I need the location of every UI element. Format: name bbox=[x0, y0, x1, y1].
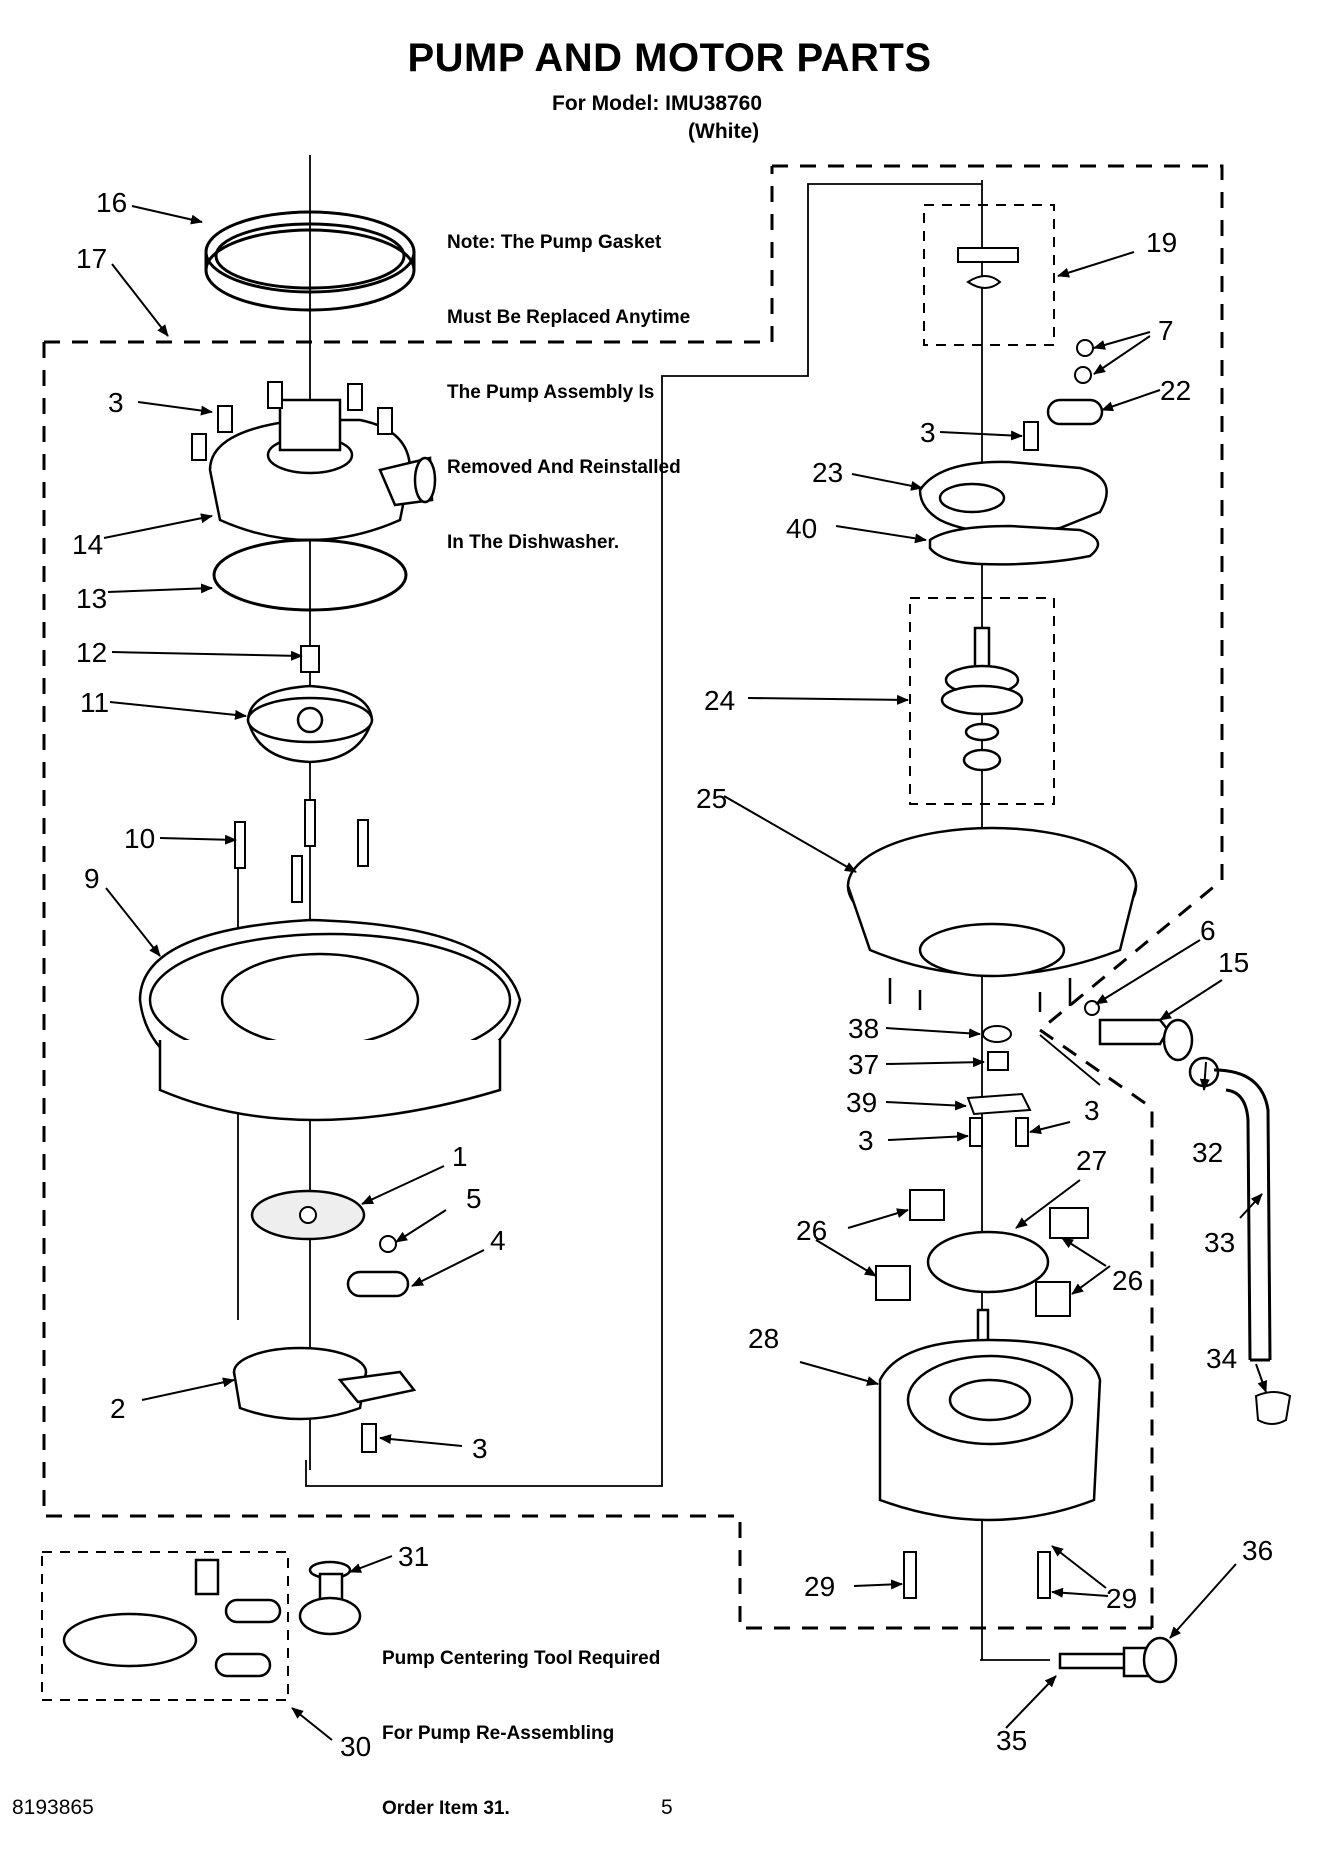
callout-labels: 16 17 3 14 13 12 11 10 9 1 5 4 2 3 19 7 … bbox=[72, 187, 1273, 1762]
callout-2: 2 bbox=[110, 1393, 126, 1424]
callout-arrows bbox=[103, 205, 1268, 1741]
callout-9: 9 bbox=[84, 863, 100, 894]
mount-gasket bbox=[928, 524, 1100, 566]
drive-motor bbox=[878, 1308, 1102, 1522]
note-line: Removed And Reinstalled bbox=[447, 457, 681, 478]
ball-lower bbox=[1074, 366, 1092, 384]
filter-screen-hole bbox=[299, 1206, 317, 1224]
pump-centering-tool bbox=[298, 1560, 362, 1636]
ball-top bbox=[1076, 339, 1094, 357]
callout-29: 29 bbox=[804, 1571, 835, 1602]
wash-arm-cam bbox=[957, 247, 1019, 289]
color-line: (White) bbox=[688, 120, 760, 143]
callout-5: 5 bbox=[466, 1183, 482, 1214]
callout-16: 16 bbox=[96, 187, 127, 218]
pump-gasket-ring bbox=[204, 210, 416, 312]
callout-1: 1 bbox=[452, 1141, 468, 1172]
callout-3: 3 bbox=[858, 1125, 874, 1156]
drain-hose bbox=[1213, 1068, 1272, 1362]
drain-valve bbox=[1098, 1018, 1194, 1062]
callout-10: 10 bbox=[124, 823, 155, 854]
pump-gasket-note: Note: The Pump Gasket Must Be Replaced A… bbox=[447, 180, 690, 580]
note-line: For Pump Re-Assembling bbox=[382, 1723, 615, 1744]
shaft-bushing bbox=[987, 1051, 1009, 1071]
shaft-washer bbox=[982, 1025, 1012, 1043]
right-screw-top bbox=[1023, 421, 1039, 451]
pump-housing-cover bbox=[208, 398, 437, 542]
note-line: In The Dishwasher. bbox=[447, 532, 620, 553]
callout-36: 36 bbox=[1242, 1535, 1273, 1566]
callout-13: 13 bbox=[76, 583, 107, 614]
motor-screw-right bbox=[1037, 1551, 1051, 1599]
note-line: Pump Centering Tool Required bbox=[382, 1648, 661, 1669]
check-ball bbox=[379, 1235, 397, 1253]
callout-25: 25 bbox=[696, 783, 727, 814]
note-line: Must Be Replaced Anytime bbox=[447, 307, 691, 328]
model-line: For Model: IMU38760 bbox=[552, 92, 763, 115]
callout-34: 34 bbox=[1206, 1343, 1237, 1374]
callout-26: 26 bbox=[796, 1215, 827, 1246]
callout-11: 11 bbox=[80, 687, 109, 718]
callout-29: 29 bbox=[1106, 1583, 1137, 1614]
motor-drain-fitting bbox=[1058, 1636, 1178, 1684]
left-group-boundary bbox=[42, 164, 1224, 1630]
callout-3: 3 bbox=[108, 387, 124, 418]
cam-group-box bbox=[923, 204, 1055, 346]
motor-screw-left bbox=[903, 1551, 917, 1599]
centering-tool-note: Pump Centering Tool Required For Pump Re… bbox=[382, 1596, 660, 1846]
callout-4: 4 bbox=[490, 1225, 506, 1256]
callout-30: 30 bbox=[340, 1731, 371, 1762]
impeller-bolt bbox=[300, 645, 320, 673]
document-number: 8193865 bbox=[12, 1796, 94, 1819]
slinger-plate bbox=[926, 1230, 1050, 1294]
callout-23: 23 bbox=[812, 457, 843, 488]
callout-17: 17 bbox=[76, 243, 107, 274]
callout-40: 40 bbox=[786, 513, 817, 544]
drain-housing bbox=[232, 1346, 417, 1421]
pump-base-housing bbox=[138, 918, 522, 1122]
page-number: 5 bbox=[661, 1796, 673, 1819]
diverter-gasket bbox=[1046, 398, 1104, 426]
note-line: Order Item 31. bbox=[382, 1798, 510, 1819]
callout-19: 19 bbox=[1146, 227, 1177, 258]
page-title: PUMP AND MOTOR PARTS bbox=[407, 36, 932, 80]
callout-39: 39 bbox=[846, 1087, 877, 1118]
callout-27: 27 bbox=[1076, 1145, 1107, 1176]
impeller bbox=[246, 684, 374, 764]
screws-group-top bbox=[191, 381, 393, 461]
hose-cap bbox=[1254, 1391, 1292, 1425]
callout-35: 35 bbox=[996, 1725, 1027, 1756]
callout-3: 3 bbox=[1084, 1095, 1100, 1126]
callout-12: 12 bbox=[76, 637, 107, 668]
callout-24: 24 bbox=[704, 685, 735, 716]
callout-28: 28 bbox=[748, 1323, 779, 1354]
callout-6: 6 bbox=[1200, 915, 1216, 946]
callout-22: 22 bbox=[1160, 375, 1191, 406]
long-screws bbox=[234, 799, 369, 903]
bearing-plate bbox=[966, 1092, 1032, 1116]
housing-o-ring bbox=[212, 538, 408, 612]
callout-3: 3 bbox=[920, 417, 936, 448]
callout-38: 38 bbox=[848, 1013, 879, 1044]
callout-37: 37 bbox=[848, 1049, 879, 1080]
callout-7: 7 bbox=[1158, 315, 1174, 346]
callout-33: 33 bbox=[1204, 1227, 1235, 1258]
pump-kit-contents bbox=[62, 1558, 282, 1678]
note-line: Note: The Pump Gasket bbox=[447, 232, 662, 253]
tub-sump bbox=[846, 826, 1138, 1012]
note-line: The Pump Assembly Is bbox=[447, 382, 655, 403]
drain-housing-screw bbox=[361, 1423, 377, 1453]
seal-gasket bbox=[346, 1270, 410, 1298]
callout-3: 3 bbox=[472, 1433, 488, 1464]
callout-14: 14 bbox=[72, 529, 103, 560]
callout-26: 26 bbox=[1112, 1265, 1143, 1296]
callout-15: 15 bbox=[1218, 947, 1249, 978]
plate-screw-left bbox=[969, 1117, 983, 1147]
callout-32: 32 bbox=[1192, 1137, 1223, 1168]
shaft-seal-assembly bbox=[940, 626, 1024, 772]
callout-31: 31 bbox=[398, 1541, 429, 1572]
plate-screw-right bbox=[1015, 1117, 1029, 1147]
motor-mount-plate bbox=[918, 460, 1108, 534]
